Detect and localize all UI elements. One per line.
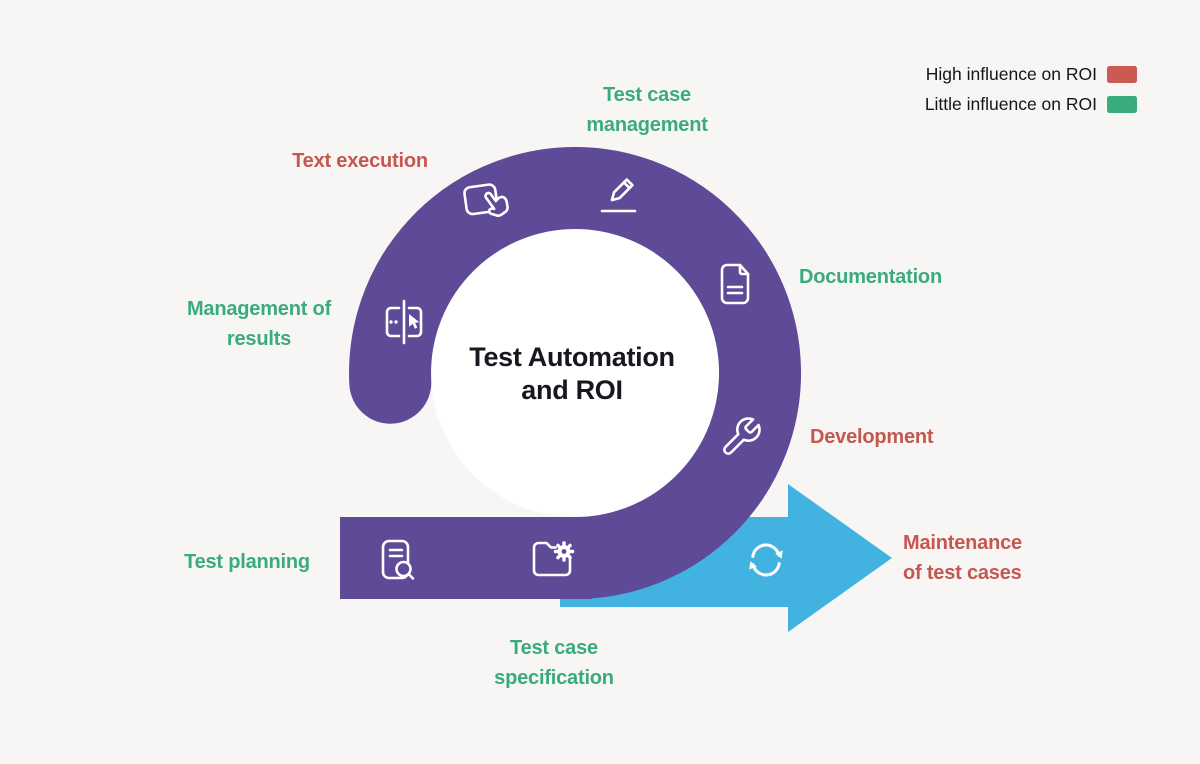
legend-row-little: Little influence on ROI [925,94,1137,115]
folder-gear-icon [532,541,575,577]
pencil-icon [600,178,637,213]
legend: High influence on ROI Little influence o… [925,64,1137,115]
tap-icon [463,183,509,217]
legend-swatch-high-icon [1107,66,1137,83]
label-test-planning: Test planning [184,551,310,573]
spiral-inner-circle [431,229,719,517]
legend-label-little: Little influence on ROI [924,94,1097,114]
label-maintenance-of-test-cases: Maintenance of test cases [903,532,1022,584]
sync-icon [749,543,783,577]
label-development: Development [810,426,934,448]
page-title: Test Automation and ROI [469,342,675,405]
label-documentation: Documentation [799,266,942,288]
label-management-of-results: Management of results [186,298,332,350]
legend-row-high: High influence on ROI [926,64,1137,85]
label-test-case-specification: Test case specification [494,637,614,689]
document-search-icon [381,539,415,580]
label-test-case-management: Test case management [586,84,708,136]
split-view-cursor-icon [385,299,423,345]
legend-label-high: High influence on ROI [925,64,1097,84]
legend-swatch-little-icon [1107,96,1137,113]
wrench-icon [723,417,761,455]
label-text-execution: Text execution [292,150,428,172]
document-icon [720,263,750,305]
